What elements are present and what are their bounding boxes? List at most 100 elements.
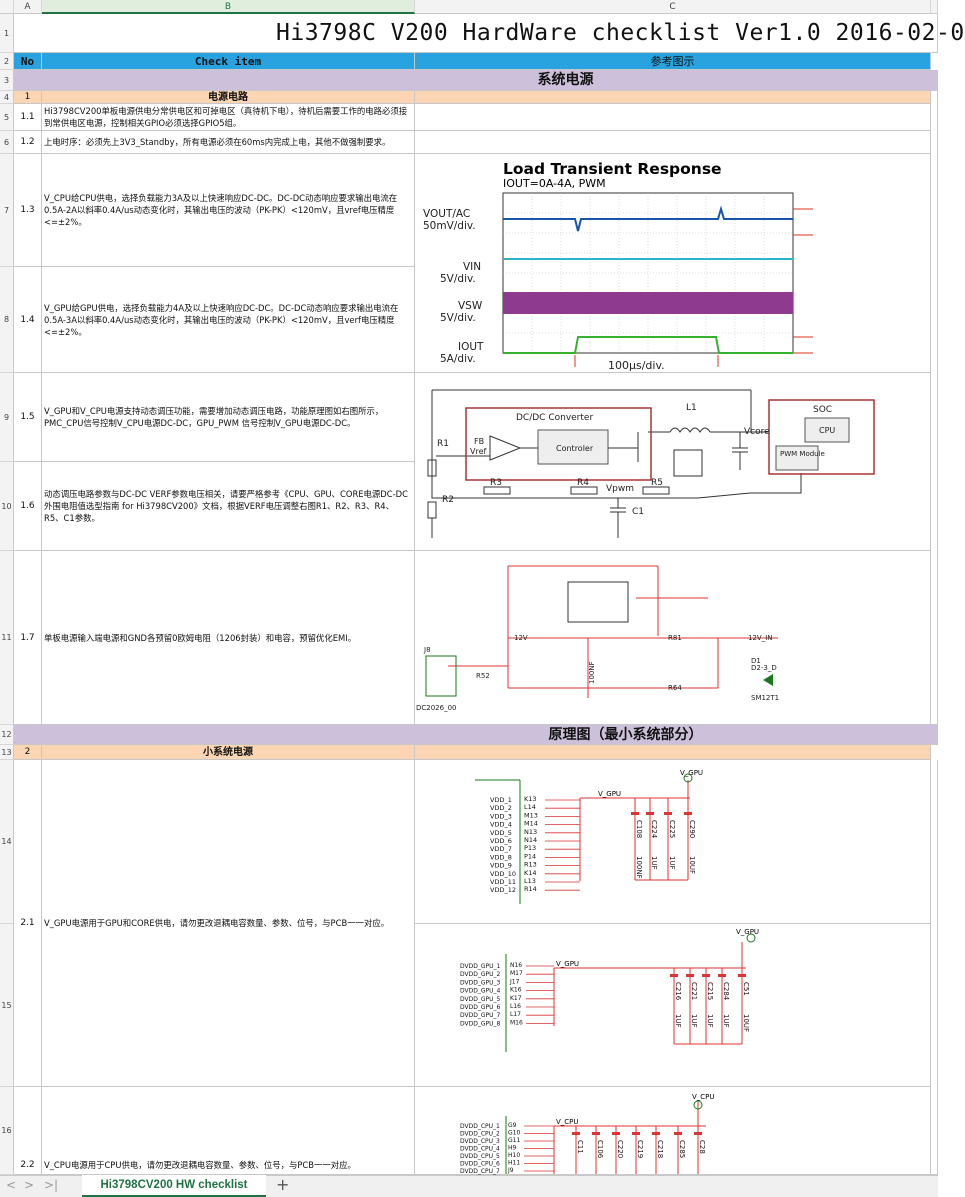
row-header[interactable]: 6 [0,131,14,154]
row-header[interactable]: 2 [0,53,14,70]
header-reference[interactable]: 参考图示 [415,53,931,70]
row-header[interactable]: 5 [0,104,14,131]
check-item-text[interactable]: V_GPU和V_CPU电源支持动态调压功能，需要增加动态调压电路，功能原理图如右… [42,373,415,462]
row-no[interactable]: 1.7 [14,551,42,725]
cap-node [674,1132,682,1135]
row-header[interactable]: 3 [0,70,14,91]
add-sheet-button[interactable]: + [276,1175,290,1194]
group-ref[interactable] [415,745,931,760]
pin-name: DVDD_GPU_5 [460,996,501,1003]
cap-label: 100NF [588,661,596,684]
cap-value: 10UF [742,1014,750,1032]
vref-label: Vref [470,447,487,456]
column-d-cell[interactable] [931,91,938,725]
row-header[interactable]: 10 [0,462,14,551]
row-no[interactable]: 1.4 [14,267,42,373]
check-item-text[interactable]: V_GPU给GPU供电，选择负载能力4A及以上快速响应DC-DC。DC-DC动态… [42,267,415,373]
r3-label: R3 [490,478,502,488]
tab-first-arrow[interactable]: < [6,1178,17,1192]
pin-name: DVDD_GPU_1 [460,963,501,970]
cap-node [694,1132,702,1135]
check-item-text[interactable]: V_CPU电源用于CPU供电，请勿更改退耦电容数量、参数、位号，与PCB一一对应… [42,1087,415,1175]
row-header[interactable]: 13 [0,745,14,760]
row-header[interactable]: 4 [0,91,14,104]
row-no[interactable]: 2.2 [14,1087,42,1175]
net-vcpu-top: V_CPU [692,1093,715,1101]
row-header[interactable]: 9 [0,373,14,462]
group-label[interactable]: 电源电路 [42,91,415,104]
cap-node [702,974,710,977]
group-label[interactable]: 小系统电源 [42,745,415,760]
cap-node [738,974,746,977]
row-no[interactable]: 1.5 [14,373,42,462]
corner-select-all[interactable] [0,0,14,14]
vpwm-label: Vpwm [606,484,634,494]
column-header-c[interactable]: C [415,0,931,14]
check-item-text[interactable]: 单板电源输入端电源和GND各预留0欧姆电阻（1206封装）和电容，预留优化EMI… [42,551,415,725]
column-header-d[interactable] [931,0,938,14]
reference-cell[interactable] [415,551,931,725]
row-no[interactable]: 1.3 [14,154,42,267]
ch2-label: VIN [463,261,481,273]
cap-ref: C225 [668,820,676,838]
pin-name: DVDD_GPU_4 [460,988,501,995]
reference-cell[interactable] [415,373,931,551]
column-header-a[interactable]: A [14,0,42,14]
reference-cell[interactable] [415,1087,931,1175]
row-no[interactable]: 1.2 [14,131,42,154]
row-header[interactable]: 15 [0,924,14,1087]
ch1-scale: 50mV/div. [423,220,476,232]
ball-name: R13 [524,861,537,869]
row-header[interactable]: 14 [0,760,14,924]
cap-node [670,974,678,977]
row-header[interactable]: 16 [0,1087,14,1175]
ch2-scale: 5V/div. [440,273,476,285]
reference-cell[interactable] [415,760,931,924]
row-header[interactable]: 11 [0,551,14,725]
pin-name: DVDD_GPU_3 [460,979,501,986]
row-header[interactable]: 7 [0,154,14,267]
section-power[interactable]: 系统电源 [14,70,938,91]
sheet-tab-bar: < > >| Hi3798CV200 HW checklist + [0,1175,938,1197]
sheet-tab-active[interactable]: Hi3798CV200 HW checklist [82,1175,266,1197]
d1-part: D2-3_D [751,664,777,672]
cap-node [592,1132,600,1135]
row-no[interactable]: 2.1 [14,760,42,1087]
header-check-item[interactable]: Check item [42,53,415,70]
reference-cell[interactable] [415,131,931,154]
tab-last-arrow[interactable]: >| [44,1178,59,1192]
reference-cell[interactable] [415,154,931,373]
check-item-text[interactable]: V_CPU给CPU供电，选择负载能力3A及以上快速响应DC-DC。DC-DC动态… [42,154,415,267]
group-no[interactable]: 2 [14,745,42,760]
time-scale: 100μs/div. [608,359,665,372]
column-header-b[interactable]: B [42,0,415,14]
check-item-text[interactable]: 上电时序：必须先上3V3_Standby，所有电源必须在60ms内完成上电，其他… [42,131,415,154]
vcore-label: Vcore [744,427,770,437]
group-ref[interactable] [415,91,931,104]
pin-name: VDD_1 [490,796,512,804]
group-no[interactable]: 1 [14,91,42,104]
pin-name: DVDD_CPU_2 [460,1131,500,1138]
row-header[interactable]: 1 [0,14,14,53]
pin-name: VDD_9 [490,862,512,870]
tab-prev-arrow[interactable]: > [24,1178,35,1192]
column-d-cell[interactable] [931,760,938,1175]
cap-ref: C215 [706,982,714,1000]
row-header[interactable]: 12 [0,725,14,745]
section-schematic[interactable]: 原理图（最小系统部分） [14,725,938,745]
check-item-text[interactable]: Hi3798CV200单板电源供电分常供电区和可掉电区（真待机下电），待机后需要… [42,104,415,131]
cap-node [652,1132,660,1135]
pin-name: DVDD_GPU_2 [460,971,501,978]
check-item-text[interactable]: V_GPU电源用于GPU和CORE供电，请勿更改退耦电容数量、参数、位号，与PC… [42,760,415,1087]
reference-cell[interactable] [415,104,931,131]
ball-name: J9 [507,1167,514,1174]
row-no[interactable]: 1.1 [14,104,42,131]
ball-name: L17 [510,1011,521,1018]
header-no[interactable]: No [14,53,42,70]
row-header[interactable]: 8 [0,267,14,373]
check-item-text[interactable]: 动态调压电路参数与DC-DC VERF参数电压相关，请要严格参考《CPU、GPU… [42,462,415,551]
row-no[interactable]: 1.6 [14,462,42,551]
sheet-title[interactable]: Hi3798C V200 HardWare checklist Ver1.0 2… [14,14,964,53]
pin-name: VDD_12 [490,886,516,894]
reference-cell[interactable] [415,924,931,1087]
